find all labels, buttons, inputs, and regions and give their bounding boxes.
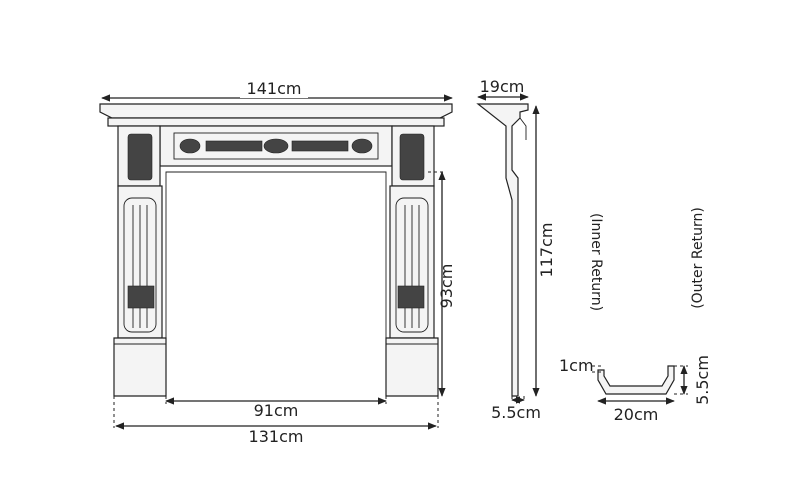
front-elevation xyxy=(99,103,453,397)
right-leg-ornament xyxy=(397,285,425,309)
left-leg xyxy=(113,125,167,397)
dim-footprint-width: 131cm xyxy=(113,396,439,446)
dim-footprint-width-label: 131cm xyxy=(249,427,304,446)
dim-shelf-depth-label: 19cm xyxy=(480,77,525,96)
return-channel xyxy=(597,365,675,395)
mantel-shelf xyxy=(99,103,453,119)
dim-width-top-label: 141cm xyxy=(247,79,302,98)
dim-total-height-label: 117cm xyxy=(537,223,556,278)
fire-opening xyxy=(165,171,387,396)
left-corner-block-ornament xyxy=(127,133,153,181)
dim-return-width: 20cm xyxy=(597,397,675,424)
side-elevation xyxy=(476,103,529,397)
inner-return-label: (Inner Return) xyxy=(588,213,604,311)
dim-return-height-label: 5.5cm xyxy=(693,355,712,405)
side-profile xyxy=(476,103,529,397)
dim-return-lip: 1cm xyxy=(559,356,604,375)
left-leg-ornament xyxy=(127,285,155,309)
dim-return-width-label: 20cm xyxy=(614,405,659,424)
dim-opening-height-label: 93cm xyxy=(437,264,456,309)
dim-side-depth: 5.5cm xyxy=(491,396,541,422)
dim-return-height: 5.5cm xyxy=(674,355,712,405)
frieze-ornament xyxy=(179,138,373,154)
dim-width-top: 141cm xyxy=(101,79,453,102)
return-profile xyxy=(597,365,675,395)
mantel-under-shelf xyxy=(107,117,445,127)
dim-total-height: 117cm xyxy=(532,105,556,397)
dim-shelf-depth: 19cm xyxy=(477,77,529,101)
dim-return-lip-label: 1cm xyxy=(559,356,594,375)
right-leg xyxy=(385,125,439,397)
outer-return-label: (Outer Return) xyxy=(690,207,706,309)
dim-opening-width: 91cm xyxy=(165,396,387,420)
right-corner-block-ornament xyxy=(399,133,425,181)
dim-opening-height: 93cm xyxy=(428,171,456,397)
dim-opening-width-label: 91cm xyxy=(254,401,299,420)
dim-side-depth-label: 5.5cm xyxy=(491,403,541,422)
frieze-panel xyxy=(173,132,379,160)
